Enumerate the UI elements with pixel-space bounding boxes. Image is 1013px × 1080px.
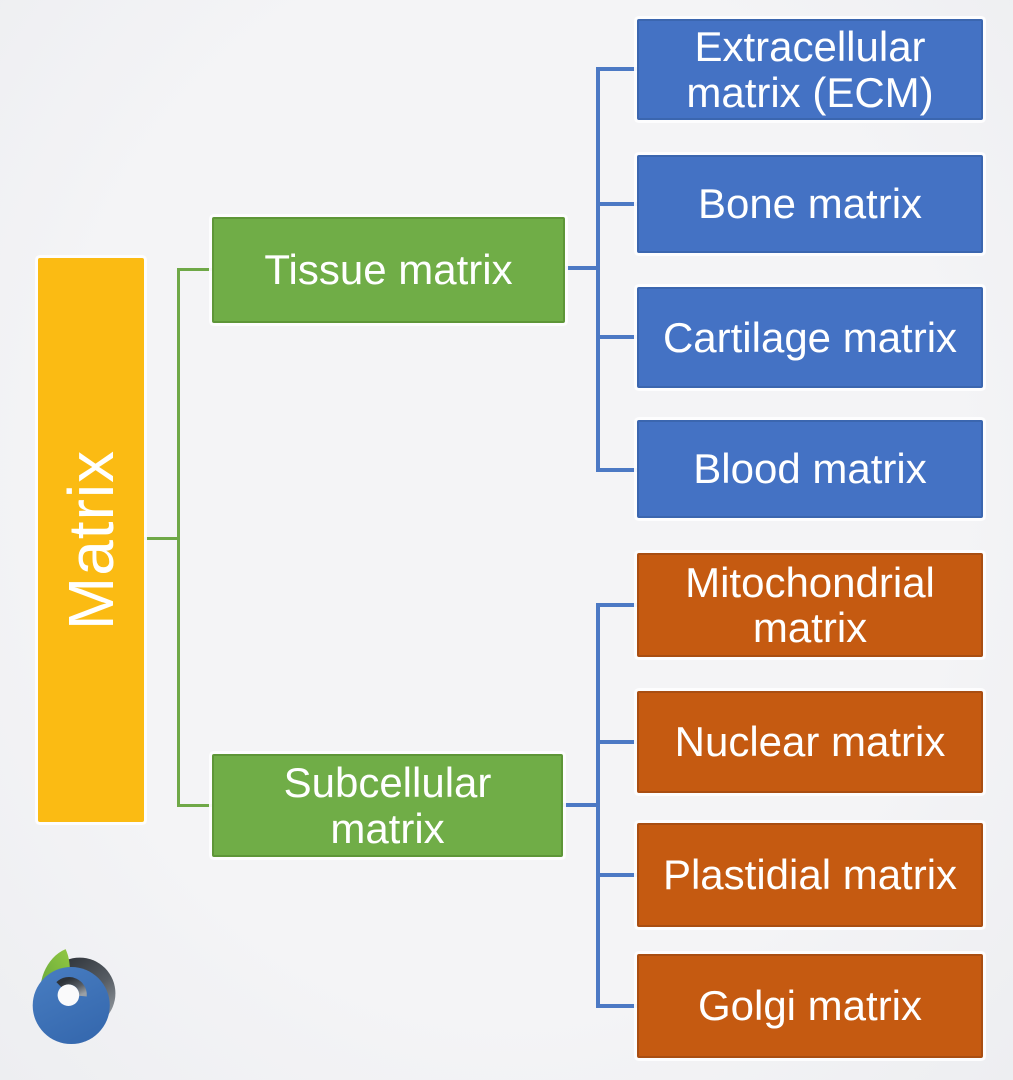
node-bone-matrix-label: Bone matrix	[697, 180, 923, 228]
connector-subcellular-stub	[563, 803, 600, 807]
node-plastidial-matrix: Plastidial matrix	[637, 823, 983, 927]
brand-swirl-b-logo-icon	[32, 949, 116, 1045]
node-cartilage-matrix: Cartilage matrix	[637, 287, 983, 388]
node-golgi-matrix-label: Golgi matrix	[697, 982, 923, 1030]
node-mitochondrial-matrix: Mitochondrial matrix	[637, 553, 983, 657]
connector-root-to-subcellular	[177, 804, 213, 807]
connector-subcellular-to-mitochondrial	[596, 603, 637, 607]
connector-subcellular-to-golgi	[596, 1004, 637, 1008]
node-golgi-matrix: Golgi matrix	[637, 954, 983, 1058]
node-matrix-root-label: Matrix	[55, 449, 127, 631]
connector-root-stub	[144, 537, 178, 540]
connector-tissue-to-bone	[596, 202, 637, 206]
node-nuclear-matrix: Nuclear matrix	[637, 691, 983, 793]
connector-tissue-to-blood	[596, 468, 637, 472]
node-plastidial-matrix-label: Plastidial matrix	[662, 851, 958, 899]
connector-root-to-tissue	[177, 268, 213, 271]
node-extracellular-matrix: Extracellular matrix (ECM)	[637, 19, 983, 120]
connector-subcellular-to-plastidial	[596, 873, 637, 877]
node-matrix-root: Matrix	[38, 258, 144, 822]
node-tissue-matrix-label: Tissue matrix	[264, 246, 513, 294]
connector-tissue-to-cartilage	[596, 335, 637, 339]
connector-tissue-to-ecm	[596, 67, 637, 71]
connector-tissue-vertical	[596, 67, 600, 472]
node-subcellular-matrix-label: Subcellular matrix	[283, 759, 492, 852]
node-subcellular-matrix: Subcellular matrix	[212, 754, 563, 857]
connector-tissue-stub	[565, 266, 600, 270]
node-cartilage-matrix-label: Cartilage matrix	[662, 313, 958, 361]
connector-root-vertical	[177, 268, 180, 807]
node-mitochondrial-matrix-label: Mitochondrial matrix	[685, 558, 935, 651]
connector-subcellular-to-nuclear	[596, 740, 637, 744]
connector-subcellular-vertical	[596, 603, 600, 1008]
node-blood-matrix-label: Blood matrix	[693, 445, 927, 493]
node-extracellular-matrix-label: Extracellular matrix (ECM)	[686, 23, 934, 116]
node-nuclear-matrix-label: Nuclear matrix	[674, 718, 946, 766]
node-blood-matrix: Blood matrix	[637, 420, 983, 518]
node-bone-matrix: Bone matrix	[637, 155, 983, 253]
node-tissue-matrix: Tissue matrix	[212, 217, 565, 323]
